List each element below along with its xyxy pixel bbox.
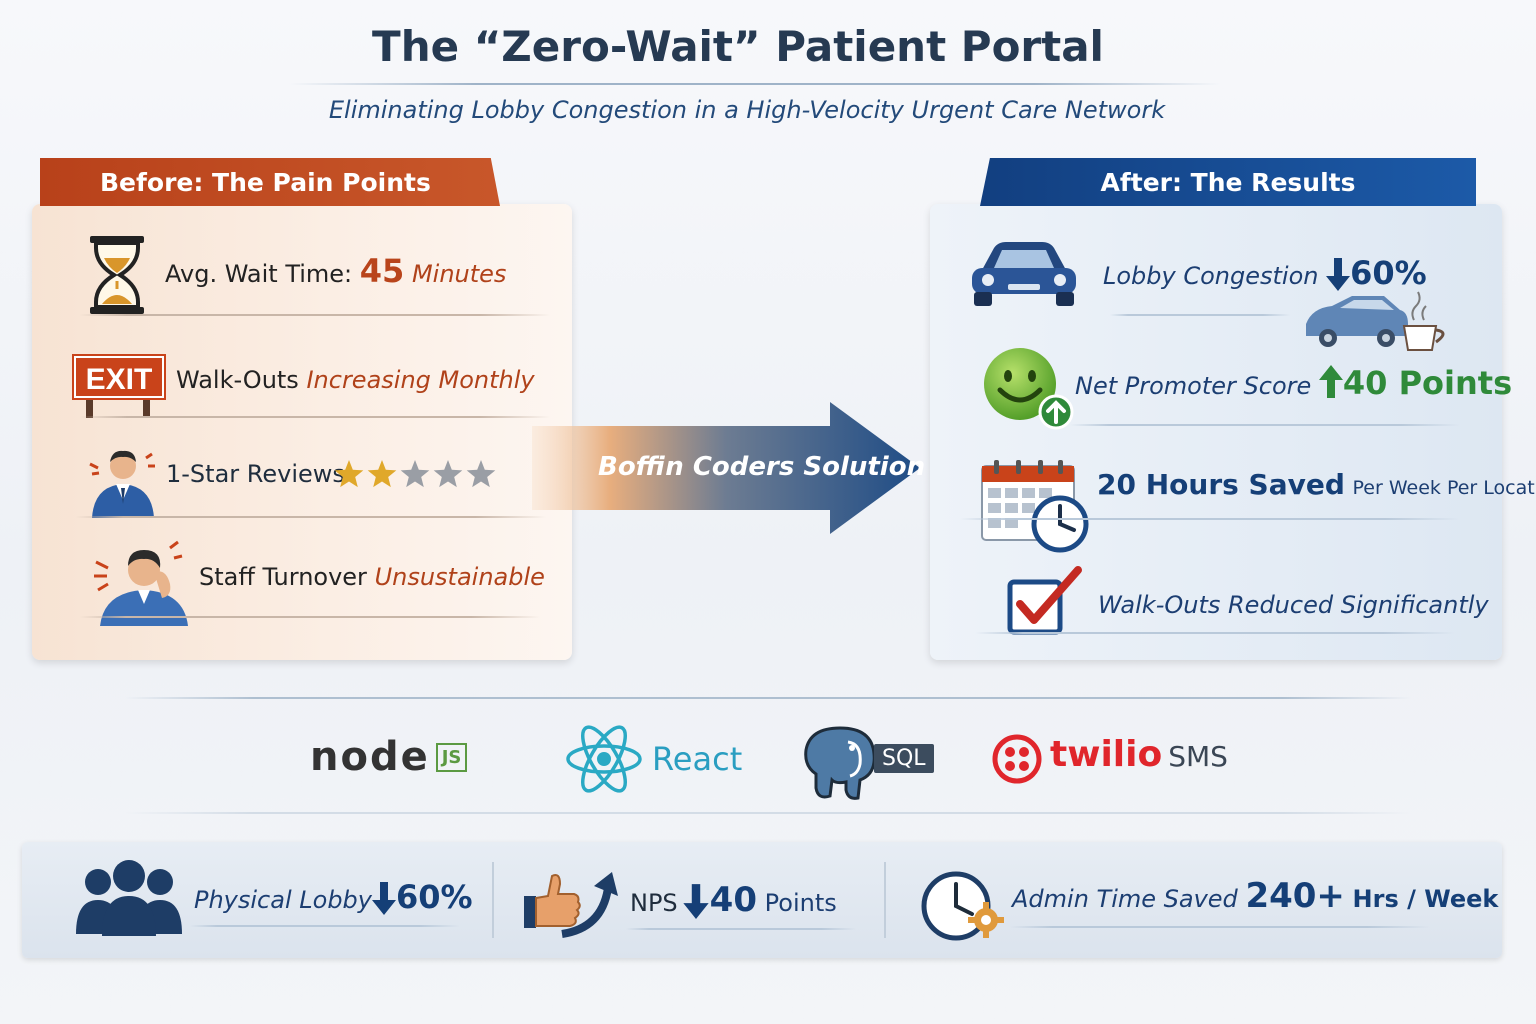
summary-lobby-value: 60% — [395, 878, 473, 916]
star-filled-icon — [367, 460, 397, 488]
hours-saved-detail: Per Week Per Location — [1352, 477, 1536, 499]
twilio-label: twilio SMS — [1050, 734, 1228, 775]
postgres-elephant-icon — [802, 724, 878, 806]
walkouts-reduced-label: Walk-Outs Reduced Significantly — [1098, 591, 1489, 619]
car-icon — [968, 240, 1080, 312]
walkouts-detail: Increasing Monthly — [306, 366, 535, 394]
turnover-label: Staff Turnover — [199, 563, 367, 591]
lobby-congestion-value: 60% — [1350, 254, 1427, 292]
nps-row: Net Promoter Score 40 Points — [1075, 364, 1512, 402]
before-heading: Before: The Pain Points — [40, 158, 500, 206]
summary-admin: Admin Time Saved 240+ Hrs / Week — [1012, 876, 1498, 916]
star-empty-icon — [433, 460, 463, 488]
summary-divider — [626, 928, 856, 930]
smiley-icon — [982, 346, 1074, 434]
row-divider — [1110, 314, 1290, 316]
calendar-clock-icon — [978, 458, 1094, 558]
twilio-logo-icon — [992, 734, 1042, 788]
hours-saved-row: 20 Hours Saved Per Week Per Location — [1097, 468, 1536, 501]
reviews-label: 1-Star Reviews — [166, 460, 345, 488]
row-divider — [80, 314, 550, 316]
summary-nps-label: NPS — [630, 889, 678, 917]
react-logo-icon — [564, 724, 644, 798]
summary-lobby: Physical Lobby 60% — [194, 878, 473, 917]
stack-divider-bottom — [125, 812, 1411, 814]
walkouts-row: Walk-Outs Increasing Monthly — [176, 366, 535, 394]
solution-label: Boffin Coders Solution — [598, 452, 926, 482]
summary-admin-unit: Hrs / Week — [1352, 885, 1499, 913]
walkouts-label: Walk-Outs — [176, 366, 299, 394]
row-divider — [76, 516, 546, 518]
row-divider — [80, 616, 540, 618]
summary-separator — [884, 862, 886, 938]
wait-time-label: Avg. Wait Time: — [165, 260, 353, 288]
summary-nps: NPS 40 Points — [630, 880, 837, 920]
lobby-congestion-row: Lobby Congestion 60% — [1103, 254, 1427, 292]
nps-label: Net Promoter Score — [1075, 372, 1312, 400]
summary-nps-value: 40 — [709, 880, 757, 920]
wait-time-row: Avg. Wait Time: 45 Minutes — [165, 252, 506, 290]
hours-saved-value: 20 Hours Saved — [1097, 468, 1345, 501]
nodejs-logo: node JS — [310, 734, 468, 780]
wait-time-unit: Minutes — [411, 260, 507, 288]
summary-separator — [492, 862, 494, 938]
frustrated-person-icon — [86, 444, 160, 522]
car-coffee-icon — [1300, 290, 1452, 358]
lobby-congestion-label: Lobby Congestion — [1103, 262, 1319, 290]
row-divider — [975, 632, 1455, 634]
twilio-brand: twilio — [1050, 734, 1163, 775]
sql-label: SQL — [874, 744, 934, 773]
summary-admin-value: 240+ — [1245, 876, 1345, 916]
react-label: React — [652, 740, 743, 778]
turnover-row: Staff Turnover Unsustainable — [199, 563, 545, 591]
summary-divider — [1010, 926, 1430, 928]
down-arrow-icon — [1326, 258, 1351, 291]
solution-arrow — [532, 400, 924, 540]
wait-time-value: 45 — [359, 252, 405, 290]
down-arrow-icon — [371, 882, 396, 915]
people-group-icon — [74, 858, 184, 940]
stack-divider-top — [125, 697, 1411, 699]
exit-sign-text: EXIT — [86, 363, 153, 396]
row-divider — [1070, 424, 1460, 426]
page-title: The “Zero-Wait” Patient Portal — [372, 22, 1104, 71]
thumbs-up-icon — [522, 868, 620, 942]
after-heading: After: The Results — [980, 158, 1476, 206]
summary-nps-unit: Points — [764, 889, 837, 917]
nodejs-badge: JS — [435, 742, 468, 772]
turnover-detail: Unsustainable — [374, 563, 545, 591]
twilio-sms: SMS — [1168, 740, 1228, 773]
up-arrow-icon — [1318, 365, 1343, 398]
checkbox-icon — [1006, 566, 1084, 640]
star-rating — [333, 457, 498, 495]
nodejs-word: node — [310, 734, 430, 780]
summary-bar — [22, 842, 1502, 958]
summary-admin-label: Admin Time Saved — [1012, 885, 1238, 913]
row-divider — [960, 518, 1460, 520]
down-arrow-icon — [683, 884, 709, 919]
exit-sign-icon: EXIT — [72, 354, 166, 422]
page-subtitle: Eliminating Lobby Congestion in a High-V… — [328, 96, 1166, 124]
summary-divider — [190, 925, 460, 927]
star-empty-icon — [466, 460, 496, 488]
title-divider — [290, 83, 1220, 85]
summary-lobby-label: Physical Lobby — [194, 886, 372, 914]
nps-value: 40 Points — [1342, 364, 1513, 402]
clock-gear-icon — [920, 866, 1012, 948]
star-filled-icon — [334, 460, 364, 488]
hourglass-icon — [86, 234, 148, 320]
row-divider — [80, 416, 550, 418]
star-empty-icon — [400, 460, 430, 488]
